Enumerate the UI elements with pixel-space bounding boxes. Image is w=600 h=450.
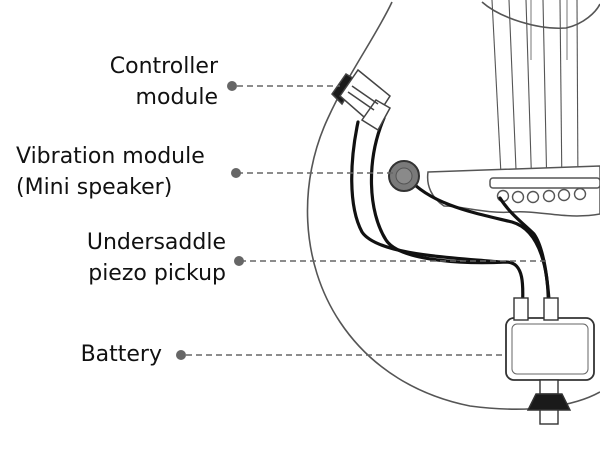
vibration-label-line1: Vibration module bbox=[16, 144, 205, 169]
leader-dot-controller bbox=[227, 81, 237, 91]
pickup-label: Undersaddle piezo pickup bbox=[50, 227, 226, 289]
pickup-label-line2: piezo pickup bbox=[88, 261, 226, 286]
pickup-label-line1: Undersaddle bbox=[86, 230, 226, 255]
cable-controller-right bbox=[350, 120, 502, 264]
vibration-label: Vibration module (Mini speaker) bbox=[16, 141, 220, 203]
leader-dot-vibration bbox=[231, 168, 241, 178]
vibration-label-line2: (Mini speaker) bbox=[16, 175, 173, 200]
leader-dot-battery bbox=[176, 350, 186, 360]
controller-label: Controller module bbox=[96, 51, 218, 113]
controller-module-icon bbox=[331, 68, 392, 132]
cable-controller-left bbox=[369, 116, 525, 316]
bridge-pins-icon bbox=[496, 187, 587, 204]
battery-label-line1: Battery bbox=[80, 342, 162, 367]
leader-lines bbox=[186, 85, 550, 356]
cables bbox=[350, 116, 552, 316]
bridge-plate bbox=[426, 165, 600, 217]
strap-button-icon bbox=[526, 379, 572, 425]
speaker-icon bbox=[388, 160, 420, 192]
strings bbox=[491, 0, 579, 195]
battery-box-icon bbox=[505, 297, 595, 381]
saddle bbox=[489, 177, 600, 189]
controller-label-line2: module bbox=[135, 85, 218, 110]
soundhole-rim bbox=[481, 1, 600, 29]
bridge bbox=[426, 165, 600, 217]
cable-pickup bbox=[498, 196, 552, 316]
leader-dot-pickup bbox=[234, 256, 244, 266]
battery-label: Battery bbox=[58, 339, 162, 370]
controller-label-line1: Controller bbox=[109, 54, 218, 79]
leader-dots bbox=[176, 81, 244, 360]
